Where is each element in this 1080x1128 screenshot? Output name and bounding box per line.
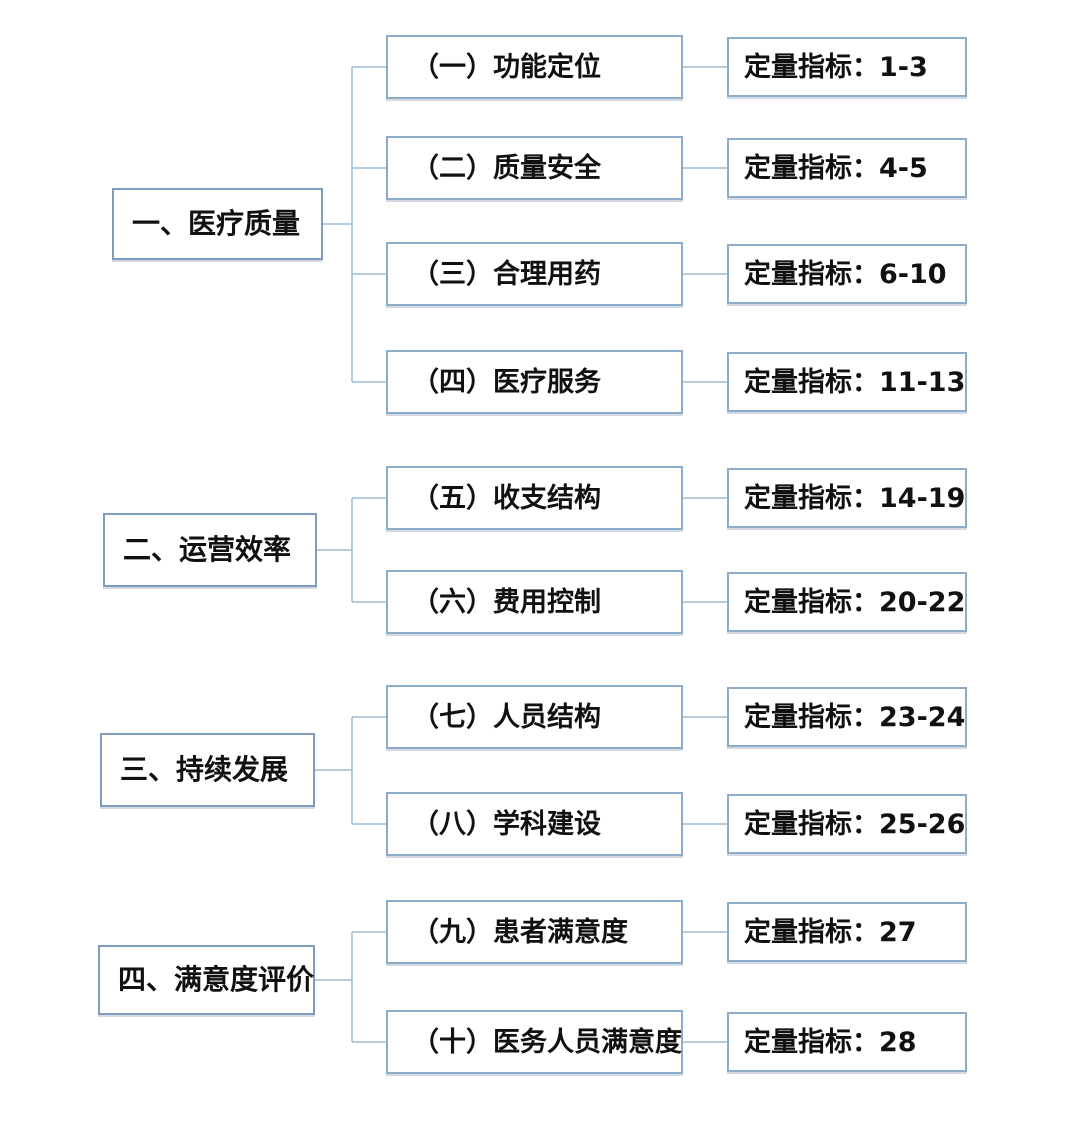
indicator-box-1: 定量指标：1-3 — [727, 37, 967, 97]
indicator-label: 定量指标：4-5 — [744, 152, 928, 184]
indicator-box-8: 定量指标：25-26 — [727, 794, 967, 854]
indicator-label: 定量指标：28 — [744, 1026, 917, 1058]
indicator-box-4: 定量指标：11-13 — [727, 352, 967, 412]
category-label: 二、运营效率 — [123, 533, 292, 566]
subcategory-label: （六）费用控制 — [412, 586, 601, 618]
indicator-label: 定量指标：14-19 — [744, 482, 966, 514]
category-box-4: 四、满意度评价 — [98, 945, 315, 1015]
indicator-box-9: 定量指标：27 — [727, 902, 967, 962]
subcategory-label: （八）学科建设 — [412, 808, 601, 840]
indicator-label: 定量指标：1-3 — [744, 51, 928, 83]
subcategory-box-9: （九）患者满意度 — [386, 900, 683, 964]
indicator-label: 定量指标：23-24 — [744, 701, 966, 733]
subcategory-label: （二）质量安全 — [412, 152, 601, 184]
indicator-label: 定量指标：6-10 — [744, 258, 947, 290]
indicator-box-10: 定量指标：28 — [727, 1012, 967, 1072]
subcategory-label: （五）收支结构 — [412, 482, 601, 514]
category-box-3: 三、持续发展 — [100, 733, 315, 807]
subcategory-box-5: （五）收支结构 — [386, 466, 683, 530]
category-box-1: 一、医疗质量 — [112, 188, 323, 260]
subcategory-box-1: （一）功能定位 — [386, 35, 683, 99]
indicator-box-2: 定量指标：4-5 — [727, 138, 967, 198]
indicator-box-5: 定量指标：14-19 — [727, 468, 967, 528]
indicator-label: 定量指标：11-13 — [744, 366, 966, 398]
indicator-label: 定量指标：25-26 — [744, 808, 966, 840]
category-box-2: 二、运营效率 — [103, 513, 317, 587]
indicator-box-3: 定量指标：6-10 — [727, 244, 967, 304]
category-label: 四、满意度评价 — [118, 963, 315, 996]
subcategory-box-8: （八）学科建设 — [386, 792, 683, 856]
indicator-box-7: 定量指标：23-24 — [727, 687, 967, 747]
subcategory-label: （四）医疗服务 — [412, 366, 601, 398]
subcategory-box-7: （七）人员结构 — [386, 685, 683, 749]
subcategory-label: （一）功能定位 — [412, 51, 601, 83]
subcategory-label: （九）患者满意度 — [412, 916, 628, 948]
subcategory-box-3: （三）合理用药 — [386, 242, 683, 306]
subcategory-box-2: （二）质量安全 — [386, 136, 683, 200]
subcategory-label: （七）人员结构 — [412, 701, 601, 733]
subcategory-label: （三）合理用药 — [412, 258, 601, 290]
subcategory-label: （十）医务人员满意度 — [412, 1026, 682, 1058]
category-label: 一、医疗质量 — [132, 207, 301, 240]
indicator-box-6: 定量指标：20-22 — [727, 572, 967, 632]
indicator-label: 定量指标：27 — [744, 916, 917, 948]
subcategory-box-4: （四）医疗服务 — [386, 350, 683, 414]
subcategory-box-6: （六）费用控制 — [386, 570, 683, 634]
category-label: 三、持续发展 — [120, 753, 289, 786]
indicator-label: 定量指标：20-22 — [744, 586, 966, 618]
subcategory-box-10: （十）医务人员满意度 — [386, 1010, 683, 1074]
